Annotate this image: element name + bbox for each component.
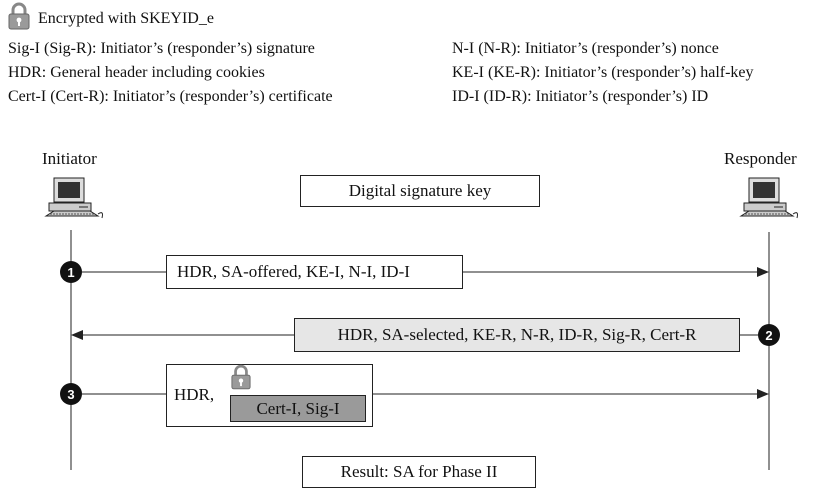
legend-left-1: Sig-I (Sig-R): Initiator’s (responder’s)…: [8, 40, 315, 57]
legend-right-1: N-I (N-R): Initiator’s (responder’s) non…: [452, 40, 719, 57]
message-3-prefix: HDR,: [174, 385, 215, 404]
result-box: Result: SA for Phase II: [302, 456, 536, 488]
lock-icon: [8, 2, 30, 30]
message-1-box: HDR, SA-offered, KE-I, N-I, ID-I: [166, 255, 463, 289]
initiator-label: Initiator: [42, 149, 97, 168]
computer-icon: [739, 177, 798, 219]
message-2-box: HDR, SA-selected, KE-R, N-R, ID-R, Sig-R…: [294, 318, 740, 352]
legend-encrypted: Encrypted with SKEYID_e: [38, 10, 214, 27]
legend-left-3: Cert-I (Cert-R): Initiator’s (responder’…: [8, 88, 333, 105]
step-2-marker: 2: [758, 324, 780, 346]
responder-label: Responder: [724, 149, 797, 168]
digital-signature-key-box: Digital signature key: [300, 175, 540, 207]
lock-icon: [231, 364, 251, 390]
encrypted-payload: Cert-I, Sig-I: [230, 395, 366, 422]
step-1-marker: 1: [60, 261, 82, 283]
legend-right-3: ID-I (ID-R): Initiator’s (responder’s) I…: [452, 88, 709, 105]
step-3-marker: 3: [60, 383, 82, 405]
legend-left-2: HDR: General header including cookies: [8, 64, 265, 81]
computer-icon: [44, 177, 103, 219]
legend-right-2: KE-I (KE-R): Initiator’s (responder’s) h…: [452, 64, 754, 81]
